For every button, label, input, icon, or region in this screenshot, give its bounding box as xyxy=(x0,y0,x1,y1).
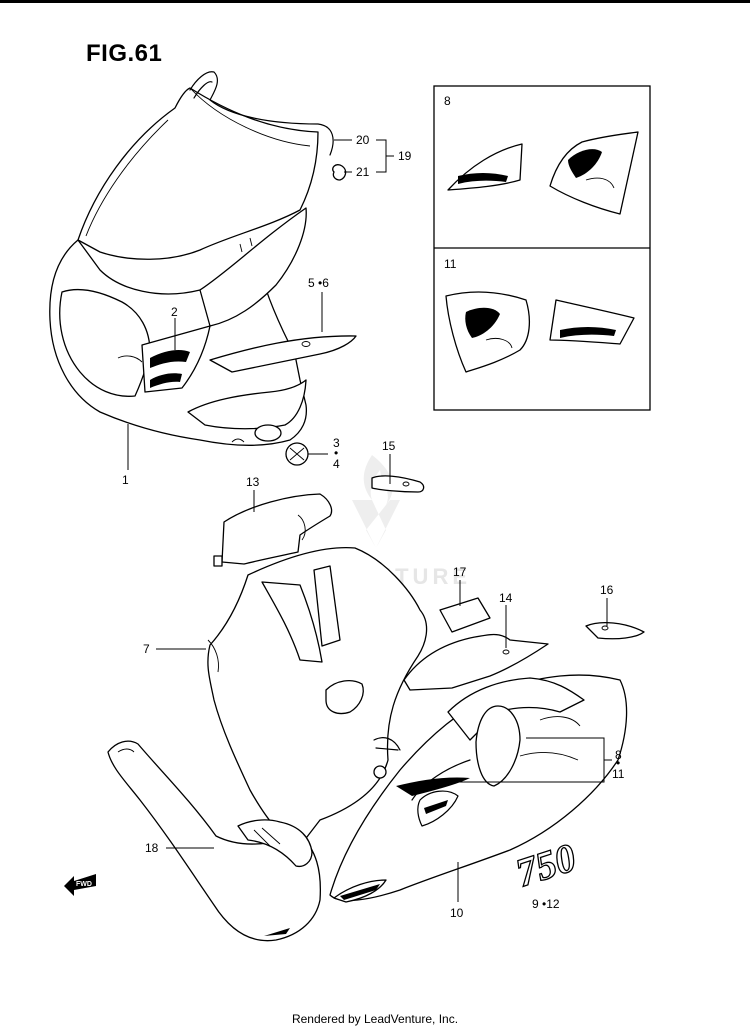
callout-9-12: 9 •12 xyxy=(532,897,560,911)
fwd-arrow-icon: FWD xyxy=(64,874,96,896)
callout-15: 15 xyxy=(382,439,396,453)
callout-10: 10 xyxy=(450,906,464,920)
callout-14: 14 xyxy=(499,591,513,605)
callout-3-4-dot: • xyxy=(334,446,338,460)
callout-4: 4 xyxy=(333,457,340,471)
part-7-inner-fairing xyxy=(207,546,428,847)
top-border-line xyxy=(0,0,750,3)
part-5-6-bracket xyxy=(209,335,357,373)
callout-21: 21 xyxy=(356,165,370,179)
callout-17: 17 xyxy=(453,565,467,579)
part-13-duct xyxy=(213,493,333,567)
leader-lines xyxy=(127,139,612,902)
callout-1: 1 xyxy=(122,473,129,487)
upper-cowling-assembly xyxy=(49,71,347,446)
footer-credit: Rendered by LeadVenture, Inc. xyxy=(291,1012,459,1026)
callout-7: 7 xyxy=(143,642,150,656)
callout-5-6: 5 •6 xyxy=(308,276,329,290)
part-15-bracket xyxy=(371,475,425,493)
part-3-4-nut xyxy=(285,442,309,466)
part-17-pad xyxy=(439,597,491,633)
callout-8: 8 xyxy=(615,748,622,762)
callout-13: 13 xyxy=(246,475,260,489)
callout-8-11-dot: • xyxy=(616,756,620,770)
part-18-lower-cowl xyxy=(107,740,322,942)
part-14-panel xyxy=(403,633,549,691)
callout-3: 3 xyxy=(333,436,340,450)
inset-11-label: 11 xyxy=(444,257,457,271)
figure-title: FIG.61 xyxy=(86,40,163,67)
inset-8-label: 8 xyxy=(444,94,451,108)
callout-labels: 20 19 21 5 •6 2 3 • 4 15 1 13 17 14 16 7… xyxy=(122,133,625,920)
fwd-arrow-label: FWD xyxy=(76,881,92,888)
callout-20: 20 xyxy=(356,133,370,147)
callout-18: 18 xyxy=(145,841,159,855)
callout-11: 11 xyxy=(612,767,625,781)
callout-2: 2 xyxy=(171,305,178,319)
callout-16: 16 xyxy=(600,583,614,597)
callout-19: 19 xyxy=(398,149,412,163)
inset-decals: 8 11 xyxy=(433,85,651,411)
part-16-pad xyxy=(585,621,645,640)
